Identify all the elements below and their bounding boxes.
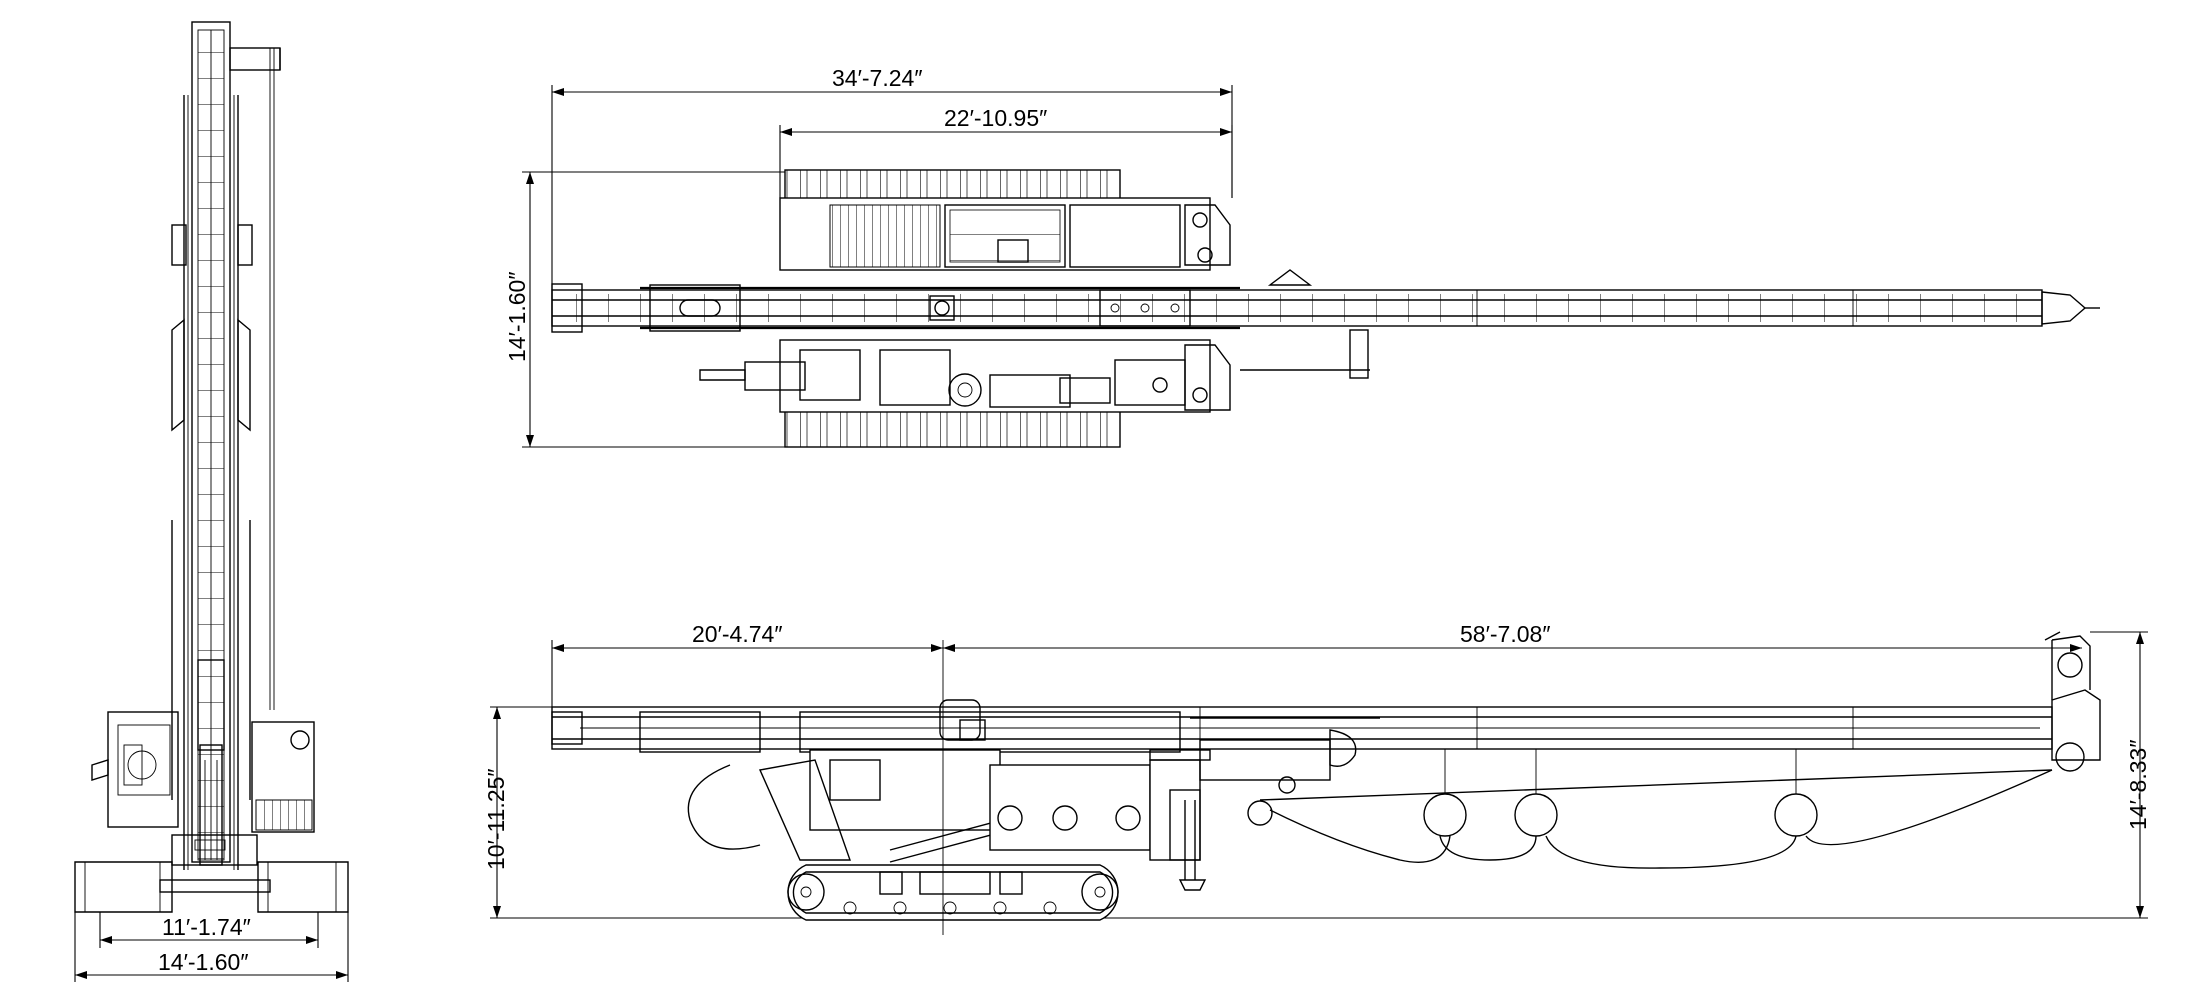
side-mast [551, 631, 2101, 772]
side-front-length-label: 58′-7.08″ [1460, 621, 1550, 647]
top-view: 34′-7.24″ 22′-10.95″ 14′-1.60″ [504, 65, 2100, 448]
top-overall-length-label: 34′-7.24″ [832, 65, 922, 91]
top-dim-width: 14′-1.60″ [504, 171, 785, 448]
front-mast [171, 21, 281, 870]
top-dim-upper-length: 22′-10.95″ [779, 105, 1233, 198]
side-hoses [687, 749, 2053, 869]
side-dim-rear-length: 20′-4.74″ [551, 621, 943, 707]
top-upper-length-label: 22′-10.95″ [944, 105, 1047, 131]
front-cab [91, 711, 315, 866]
front-width-inner-label: 11′-1.74″ [162, 914, 251, 940]
side-upper-structure [758, 699, 1357, 891]
front-view: 11′-1.74″ 14′-1.60″ [74, 21, 349, 982]
side-dim-overall-height: 14′-8.33″ [2090, 631, 2151, 918]
top-mast [551, 269, 2100, 333]
front-dimension-outer: 14′-1.60″ [74, 912, 349, 982]
side-dim-mast-height: 10′-11.25″ [483, 706, 552, 918]
side-dim-front-length: 58′-7.08″ [943, 621, 2082, 652]
side-rear-length-label: 20′-4.74″ [692, 621, 782, 647]
top-upper-house [699, 197, 1370, 413]
side-mast-height-label: 10′-11.25″ [483, 768, 509, 870]
side-crawler-track [787, 864, 1119, 921]
front-tracks [74, 861, 349, 913]
front-width-outer-label: 14′-1.60″ [158, 949, 248, 975]
side-overall-height-label: 14′-8.33″ [2125, 740, 2151, 830]
top-width-label: 14′-1.60″ [504, 272, 530, 362]
top-dim-overall-length: 34′-7.24″ [551, 65, 1233, 290]
front-dimension-inner: 11′-1.74″ [99, 912, 319, 948]
side-view: 20′-4.74″ 58′-7.08″ 10′-11.25″ 14′-8.33″ [483, 621, 2151, 935]
